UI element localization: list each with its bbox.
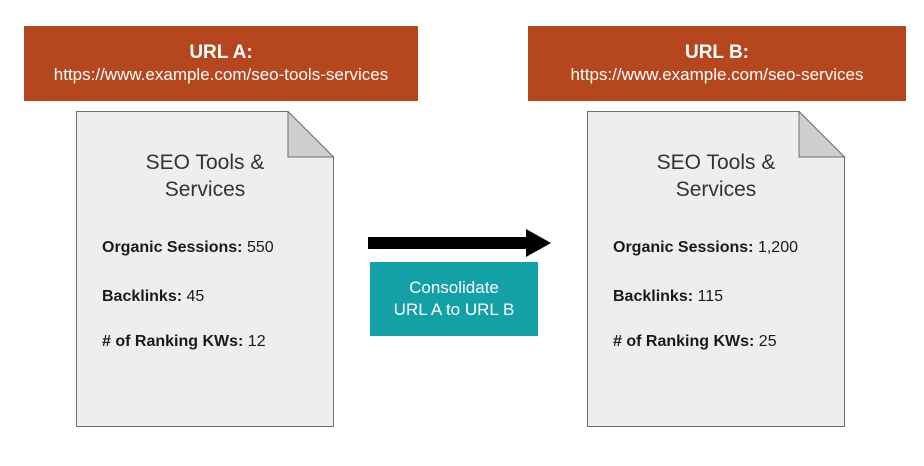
url-b-address: https://www.example.com/seo-services: [570, 65, 864, 84]
metric-value: 1,200: [757, 239, 798, 256]
url-b-page-title: SEO Tools & Services: [587, 149, 845, 203]
url-a-page-title-line1: SEO Tools &: [145, 151, 265, 174]
url-b-document: SEO Tools & Services Organic Sessions: 1…: [587, 110, 846, 427]
metric-label: Organic Sessions:: [613, 239, 754, 256]
url-a-address: https://www.example.com/seo-tools-servic…: [53, 65, 389, 84]
metric-value: 45: [186, 288, 205, 305]
url-a-backlinks: Backlinks: 45: [102, 287, 204, 307]
metric-value: 550: [246, 239, 274, 256]
url-a-page-title-line2: Services: [164, 178, 246, 201]
url-b-label: URL B:: [684, 42, 750, 63]
metric-value: 12: [247, 333, 266, 350]
url-a-ranking-kws: # of Ranking KWs: 12: [102, 332, 266, 352]
metric-label: # of Ranking KWs:: [613, 333, 755, 350]
document-b-icon: [587, 110, 846, 427]
url-a-page-title: SEO Tools & Services: [76, 149, 334, 203]
url-b-organic-sessions: Organic Sessions: 1,200: [613, 238, 798, 258]
action-line2: URL A to URL B: [393, 300, 515, 319]
right-arrow-icon: [368, 229, 551, 257]
url-b-page-title-line2: Services: [675, 178, 757, 201]
url-a-label: URL A:: [189, 42, 253, 63]
url-a-document: SEO Tools & Services Organic Sessions: 5…: [76, 110, 335, 427]
metric-label: # of Ranking KWs:: [102, 333, 244, 350]
url-b-backlinks: Backlinks: 115: [613, 287, 723, 307]
url-b-ranking-kws: # of Ranking KWs: 25: [613, 332, 777, 352]
consolidate-action-box: Consolidate URL A to URL B: [370, 262, 538, 336]
metric-label: Backlinks:: [613, 288, 694, 305]
metric-label: Organic Sessions:: [102, 239, 243, 256]
url-a-header: URL A: https://www.example.com/seo-tools…: [24, 26, 418, 101]
metric-value: 25: [758, 333, 777, 350]
url-b-header: URL B: https://www.example.com/seo-servi…: [528, 26, 906, 101]
metric-label: Backlinks:: [102, 288, 183, 305]
url-b-page-title-line1: SEO Tools &: [656, 151, 776, 174]
document-a-icon: [76, 110, 335, 427]
metric-value: 115: [697, 288, 724, 305]
action-line1: Consolidate: [409, 278, 499, 297]
url-a-organic-sessions: Organic Sessions: 550: [102, 238, 274, 258]
